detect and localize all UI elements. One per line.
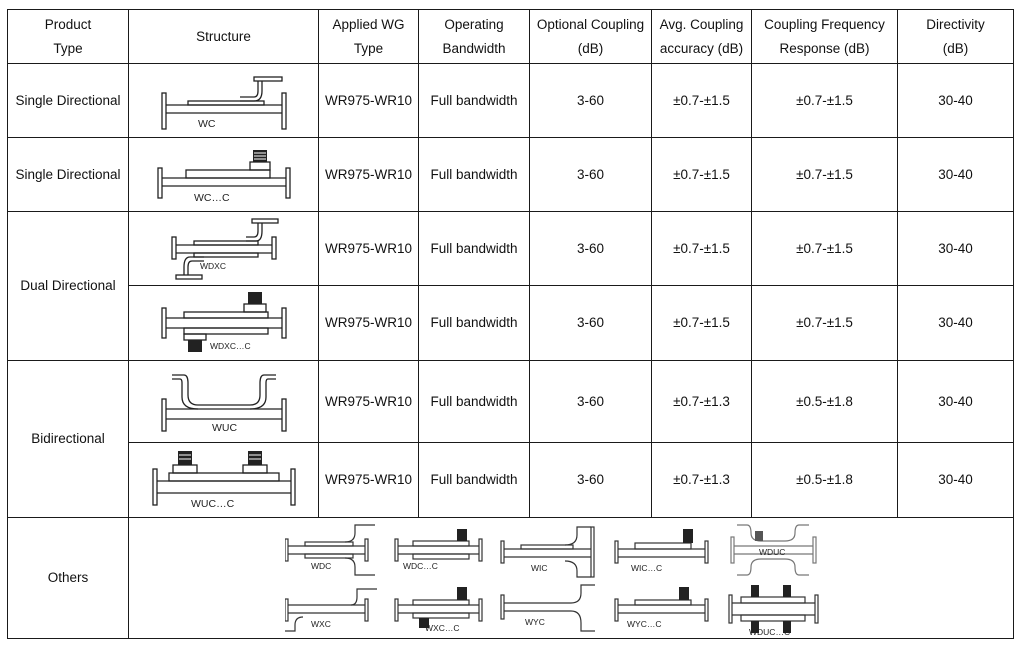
others-label-wyc: WYC [525,617,545,627]
structure-label: WDXC…C [210,341,251,351]
coupler-wcc-drawing: WC…C [156,149,291,204]
applied-wg-cell: WR975-WR10 [318,137,419,212]
product-type-cell: Dual Directional [7,211,129,361]
structure-cell: WUC [128,360,319,443]
coupling-cell: 3-60 [529,285,652,361]
header-structure: Structure [128,9,319,64]
wic-drawing [500,526,595,578]
wicc-drawing [614,540,709,564]
bandwidth-cell: Full bandwidth [418,285,530,361]
wduc-drawing [730,524,817,576]
bandwidth-cell: Full bandwidth [418,63,530,138]
structure-label: WUC [212,422,237,434]
applied-wg-cell: WR975-WR10 [318,285,419,361]
coupler-wucc-drawing: WUC…C [151,451,296,510]
response-cell: ±0.5-±1.8 [751,360,898,443]
coupler-wdxcc-drawing: WDXC…C [160,292,287,352]
product-type-cell: Bidirectional [7,360,129,518]
response-cell: ±0.7-±1.5 [751,285,898,361]
others-label-wdc: WDC [311,561,331,571]
structure-cell: WUC…C [128,442,319,518]
response-cell: ±0.7-±1.5 [751,63,898,138]
response-cell: ±0.7-±1.5 [751,137,898,212]
table-row: WDXC…C WR975-WR10 Full bandwidth 3-60 ±0… [8,285,1014,361]
header-directivity: Directivity(dB) [897,9,1014,64]
structure-cell: WDXC [128,211,319,286]
structure-cell: WC…C [128,137,319,212]
structure-cell: WC [128,63,319,138]
product-type-cell: Single Directional [7,63,129,138]
others-label-wycc: WYC…C [627,619,661,629]
structure-label: WC…C [194,192,230,204]
table-row: Single Directional WC…C WR975-WR10 Full … [7,137,1014,212]
wdcc-drawing [394,538,483,562]
structure-label: WUC…C [191,498,235,510]
others-label-wxcc: WXC…C [425,623,459,633]
coupling-cell: 3-60 [529,442,652,518]
coupling-cell: 3-60 [529,137,652,212]
others-label-wic: WIC [531,563,548,573]
table-row-others: Others [7,517,1014,639]
structure-cell: WDXC…C [128,285,319,361]
response-cell: ±0.7-±1.5 [751,211,898,286]
applied-wg-cell: WR975-WR10 [318,442,419,518]
bandwidth-cell: Full bandwidth [418,360,530,443]
applied-wg-cell: WR975-WR10 [318,63,419,138]
applied-wg-cell: WR975-WR10 [318,211,419,286]
others-label-wdcc: WDC…C [403,561,438,571]
others-drawings: WDC WDC…C WIC WIC…C WDUC WXC WXC…C WYC W… [285,524,819,637]
accuracy-cell: ±0.7-±1.3 [651,442,752,518]
table-row: Bidirectional WUC WR975-WR10 Full bandwi… [7,360,1014,518]
table-row: Single Directional WC WR975-WR10 Full ba… [7,63,1014,138]
structure-label: WDXC [200,261,226,271]
others-label-wicc: WIC…C [631,563,662,573]
directivity-cell: 30-40 [897,137,1014,212]
others-structures-cell: WDC WDC…C WIC WIC…C WDUC WXC WXC…C WYC W… [128,517,1014,639]
coupler-wdxc-drawing: WDXC [170,217,279,280]
directivity-cell: 30-40 [897,442,1014,518]
accuracy-cell: ±0.7-±1.3 [651,360,752,443]
others-label-wduc: WDUC [759,547,785,557]
directivity-cell: 30-40 [897,360,1014,443]
accuracy-cell: ±0.7-±1.5 [651,137,752,212]
others-label-wducc: WDUC…C [749,627,790,637]
directivity-cell: 30-40 [897,285,1014,361]
accuracy-cell: ±0.7-±1.5 [651,285,752,361]
wdc-drawing [285,524,375,576]
bandwidth-cell: Full bandwidth [418,442,530,518]
structure-label: WC [198,118,216,130]
coupling-cell: 3-60 [529,63,652,138]
header-optional-coupling: Optional Coupling(dB) [529,9,652,64]
bandwidth-cell: Full bandwidth [418,211,530,286]
table-row: WUC…C WR975-WR10 Full bandwidth 3-60 ±0.… [8,442,1014,518]
response-cell: ±0.5-±1.8 [751,442,898,518]
wycc-drawing [614,598,709,622]
coupling-cell: 3-60 [529,360,652,443]
others-label-wxc: WXC [311,619,331,629]
wxcc-drawing [394,598,483,622]
coupling-cell: 3-60 [529,211,652,286]
directivity-cell: 30-40 [897,63,1014,138]
product-type-cell: Others [7,517,129,639]
directivity-cell: 30-40 [897,211,1014,286]
applied-wg-cell: WR975-WR10 [318,360,419,443]
wxc-drawing [285,588,377,632]
accuracy-cell: ±0.7-±1.5 [651,63,752,138]
table-row: Dual Directional WDXC WR975-WR10 Full ba… [7,211,1014,361]
accuracy-cell: ±0.7-±1.5 [651,211,752,286]
wducc-drawing [728,594,819,624]
product-type-cell: Single Directional [7,137,129,212]
wyc-drawing [500,584,595,632]
coupler-wc-drawing: WC [160,75,287,130]
bandwidth-cell: Full bandwidth [418,137,530,212]
coupler-wuc-drawing: WUC [160,373,287,434]
